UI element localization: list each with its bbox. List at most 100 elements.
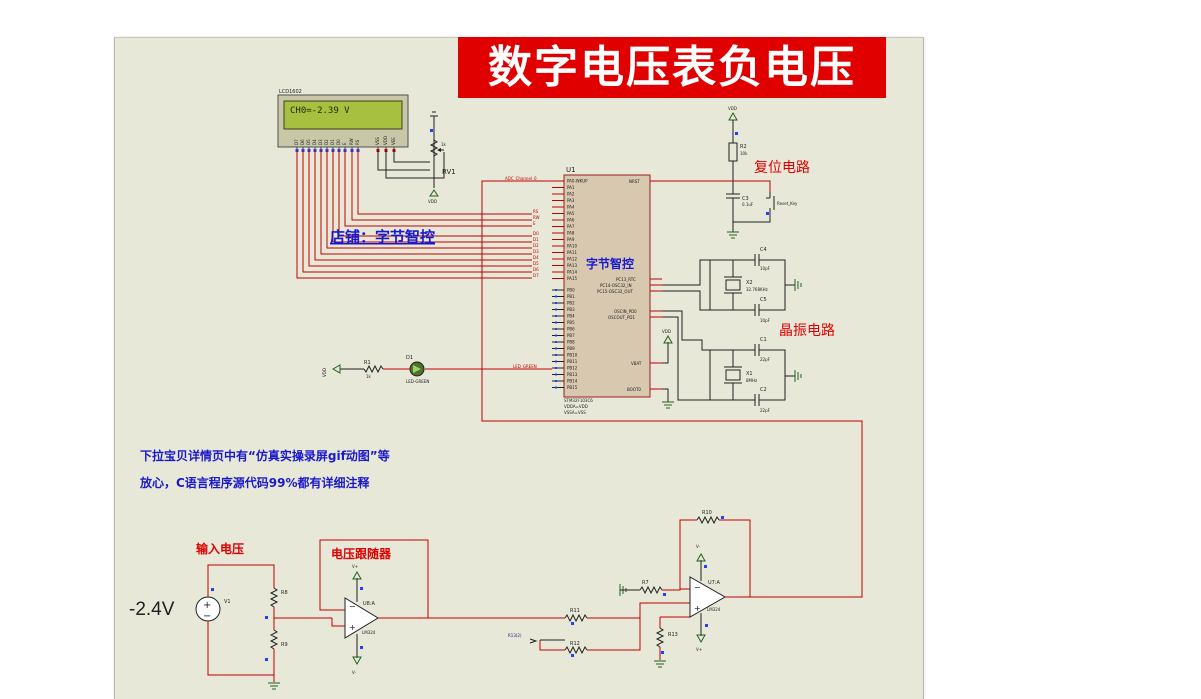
c3-value: 0.1uF (742, 202, 754, 207)
lcd-screen (283, 100, 403, 130)
u7-part: LM324 (707, 607, 721, 612)
u8-part: LM324 (362, 630, 376, 635)
mcu-pin-dot (555, 315, 557, 317)
mcu-left-pins-b: PB0PB1PB2PB3PB4PB5PB6PB7PB8PB9PB10PB11PB… (552, 288, 578, 390)
d1-ref: D1 (406, 355, 413, 361)
crystal-32k[interactable]: C4 10pF X2 32.768KHz C5 10pF (662, 247, 802, 323)
mcu-pin-label: PB11 (567, 359, 578, 364)
net-label: D7 (533, 273, 539, 278)
mcu-body (563, 174, 651, 398)
svg-text:+: + (203, 600, 211, 611)
mcu-pin-label: PA10 (567, 244, 577, 249)
mcu-pin-dot (555, 367, 557, 369)
c5-value: 10pF (760, 318, 771, 323)
resistors-r8-r9[interactable]: R8 R9 (265, 587, 288, 690)
rv1-value: 1k (441, 142, 447, 147)
annotation-input-voltage: 输入电压 (196, 541, 244, 556)
mcu-pin-pc15: PC15-OSC32_OUT (597, 289, 633, 294)
mcu-pin-label: PB6 (567, 327, 575, 332)
annotation-follower: 电压跟随器 (331, 546, 392, 561)
mcu-pin-label: PA14 (567, 270, 577, 275)
mcu-pin-label: PB5 (567, 320, 575, 325)
vbat-vdd-label: VDD (662, 329, 671, 334)
r12-ref: R12 (570, 641, 580, 647)
mcu-pin-label: PA3 (567, 198, 575, 203)
lcd-pin-label: RW (349, 138, 354, 145)
c1-value: 22pF (760, 357, 771, 362)
mcu-pin-label: PB9 (567, 346, 575, 351)
mcu-pin-dot (555, 380, 557, 382)
lcd-name: LCD1602 (279, 89, 302, 95)
mcu-part: STM32F103C6 (564, 398, 593, 403)
mcu-pin-nrst: NRST (629, 179, 640, 184)
c2-ref: C2 (760, 387, 767, 393)
mcu-pin-dot (555, 360, 557, 363)
c5-ref: C5 (760, 297, 767, 303)
rv1-pot[interactable]: RV1 1k VDD (428, 111, 456, 204)
r2-ref: R2 (740, 144, 747, 150)
mcu-pin-dot (555, 341, 557, 343)
annotation-shop: 店铺：字节智控 (330, 228, 435, 246)
mcu-pin-label: PB3 (567, 307, 575, 312)
lcd-pin-label: D5 (306, 139, 311, 145)
x1-value: 8MHz (746, 378, 757, 383)
d1-value: LED-GREEN (406, 379, 429, 384)
mcu-pin-label: PA8 (567, 231, 575, 236)
lcd-bus-wires (296, 150, 532, 279)
opamp-u7[interactable]: R13 R7 − + R10 V- V+ U7:A LM324 (619, 510, 751, 668)
mcu-pin-label: PB2 (567, 301, 575, 306)
schematic-canvas[interactable] (114, 37, 924, 699)
mcu-pin-label: PB4 (567, 314, 575, 319)
crystal-8m[interactable]: C1 22pF X1 8MHz C2 22pF (662, 310, 802, 413)
mcu-pin-dot (555, 302, 557, 304)
annotation-info2: 放心，C语言程序源代码99%都有详细注释 (139, 475, 371, 490)
svg-text:−: − (694, 583, 701, 592)
svg-text:+: + (694, 604, 701, 613)
r11-ref: R11 (570, 608, 580, 614)
svg-text:−: − (349, 602, 356, 611)
rv1-vdd: VDD (428, 199, 437, 204)
mcu-pin-label: PA15 (567, 276, 577, 281)
mcu-pin-vbat: VBAT (631, 361, 642, 366)
mcu-pin-label: PB10 (567, 353, 578, 358)
lcd-pin-label: D0 (336, 139, 341, 145)
boot0-gnd (662, 388, 674, 409)
input-network[interactable]: R13(2) R11 R12 (428, 602, 690, 657)
mcu-center-label: 字节智控 (586, 256, 634, 271)
mcu-pin-dot (555, 308, 557, 311)
led-circuit[interactable]: VDD R1 1k D1 LED-GREEN (322, 355, 552, 384)
c1-ref: C1 (760, 337, 767, 343)
lcd-pin-label: VSS (375, 137, 380, 145)
u8-vminus: V- (352, 670, 357, 675)
r9-ref: R9 (281, 642, 288, 648)
net-led-label: LED_GREEN (513, 364, 537, 369)
lcd-pin-label: D7 (294, 139, 299, 145)
r8-ref: R8 (281, 590, 288, 596)
r7-ref: R7 (642, 580, 649, 586)
mcu-pin-label: PA0-WKUP (567, 179, 588, 184)
source-v1[interactable]: + − V1 (195, 564, 275, 676)
net-label: D5 (533, 261, 539, 266)
mcu-pin-label: PA2 (567, 192, 575, 197)
lcd-pin-label: VDD (383, 136, 388, 145)
u8-vplus: V+ (352, 564, 358, 569)
mcu-pin-dot (555, 328, 557, 330)
u7-vplus: V+ (696, 647, 702, 652)
x2-value: 32.768KHz (746, 287, 768, 292)
r1-ref: R1 (364, 360, 371, 366)
annotation-crystal: 晶振电路 (779, 323, 835, 339)
u8-ref: U8:A (363, 601, 376, 607)
lcd-pin-label: D1 (330, 139, 335, 145)
mcu-pin-label: PA5 (567, 211, 575, 216)
reset-circuit[interactable]: VDD R2 10k C3 0.1uF Reset_Key (662, 106, 798, 239)
net-label: D0 (533, 231, 539, 236)
opamp-u8[interactable]: − + U8:A LM324 V+ V- (274, 539, 429, 675)
reset-vdd-label: VDD (728, 106, 737, 111)
lcd-display-text: CH0=-2.39 V (290, 106, 350, 116)
mcu-u1[interactable]: U1 字节智控 PA0-WKUPPA1PA2PA3PA4PA5PA6PA7PA8… (505, 166, 662, 415)
mcu-pin-label: PB12 (567, 366, 578, 371)
c4-ref: C4 (760, 247, 767, 253)
r13-net-label: R13(2) (508, 633, 522, 638)
